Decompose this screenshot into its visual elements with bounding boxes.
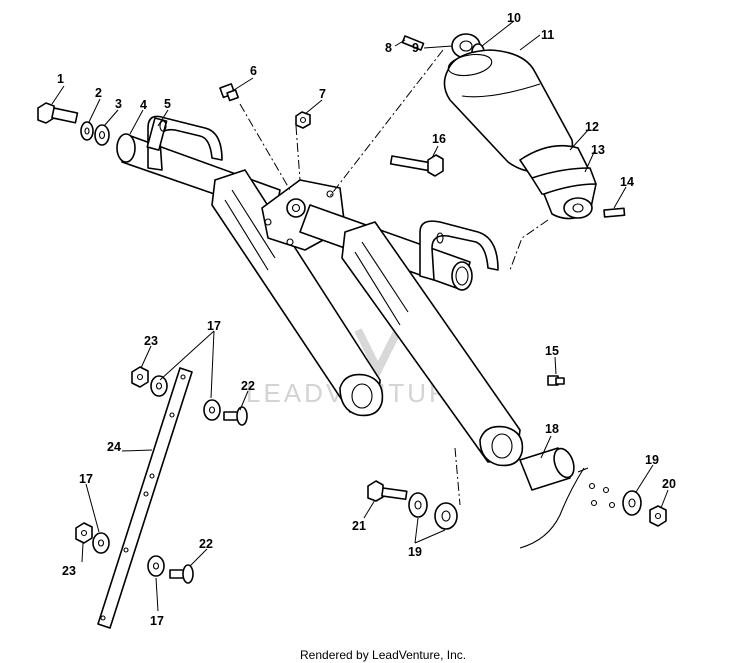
part-23-nut-lower [75, 522, 93, 544]
callout-21: 21 [352, 519, 366, 533]
callout-17-upper: 17 [207, 319, 221, 333]
shock-absorber [443, 33, 597, 220]
part-23-nut-upper [131, 366, 149, 388]
part-22-pin-upper [223, 406, 248, 426]
part-19-washer-lower [408, 492, 458, 530]
callout-7: 7 [319, 87, 326, 101]
callout-14: 14 [620, 175, 634, 189]
part-22-pin-lower [169, 564, 194, 584]
part-15-grease-fitting [547, 375, 565, 386]
callout-6: 6 [250, 64, 257, 78]
part-18-spacer [519, 447, 575, 491]
part-2-washer [80, 121, 94, 141]
callout-15: 15 [545, 344, 559, 358]
callout-23-lower: 23 [62, 564, 76, 578]
callout-11: 11 [541, 28, 554, 42]
callout-18: 18 [545, 422, 559, 436]
part-20-nut [649, 505, 667, 527]
part-17-washer-lower-b [147, 555, 165, 577]
callout-16: 16 [432, 132, 446, 146]
callout-13: 13 [591, 143, 605, 157]
callout-17-lower: 17 [150, 614, 164, 628]
callout-1: 1 [57, 72, 64, 86]
callout-20: 20 [662, 477, 676, 491]
callout-4: 4 [140, 98, 147, 112]
assembly-centerlines [239, 49, 549, 506]
part-1-bolt [37, 102, 79, 124]
callout-labels: 1 2 3 4 5 6 7 8 9 10 11 12 13 14 15 16 1… [57, 11, 676, 628]
frame-panel-edge [519, 467, 616, 549]
part-6-grease-fitting [219, 83, 239, 102]
part-5-clamp [146, 115, 223, 171]
part-8-pin [401, 35, 425, 51]
part-17-washer-lower-a [92, 532, 110, 554]
swing-arm-assembly [116, 115, 524, 467]
callout-12: 12 [585, 120, 599, 134]
callout-5: 5 [164, 97, 171, 111]
callout-17-middle: 17 [79, 472, 93, 486]
part-21-bolt [367, 480, 408, 502]
callout-23-upper: 23 [144, 334, 158, 348]
part-7-nut [295, 111, 311, 129]
callout-19-lower: 19 [408, 545, 422, 559]
part-17-washer-upper-b [203, 399, 221, 421]
part-16-bolt [389, 154, 444, 177]
callout-8: 8 [385, 41, 392, 55]
part-14-pin [603, 207, 626, 218]
part-24-strap [97, 367, 193, 629]
callout-2: 2 [95, 86, 102, 100]
callout-9: 9 [412, 41, 419, 55]
callout-22-upper: 22 [241, 379, 255, 393]
leader-lines [51, 20, 669, 612]
callout-22-lower: 22 [199, 537, 213, 551]
footer-credit: Rendered by LeadVenture, Inc. [300, 648, 466, 662]
callout-10: 10 [507, 11, 521, 25]
callout-19-right: 19 [645, 453, 659, 467]
part-17-washer-upper-a [150, 375, 168, 397]
callout-24: 24 [107, 440, 121, 454]
callout-3: 3 [115, 97, 122, 111]
part-19-washer-right [622, 490, 642, 516]
part-3-washer [94, 124, 110, 146]
